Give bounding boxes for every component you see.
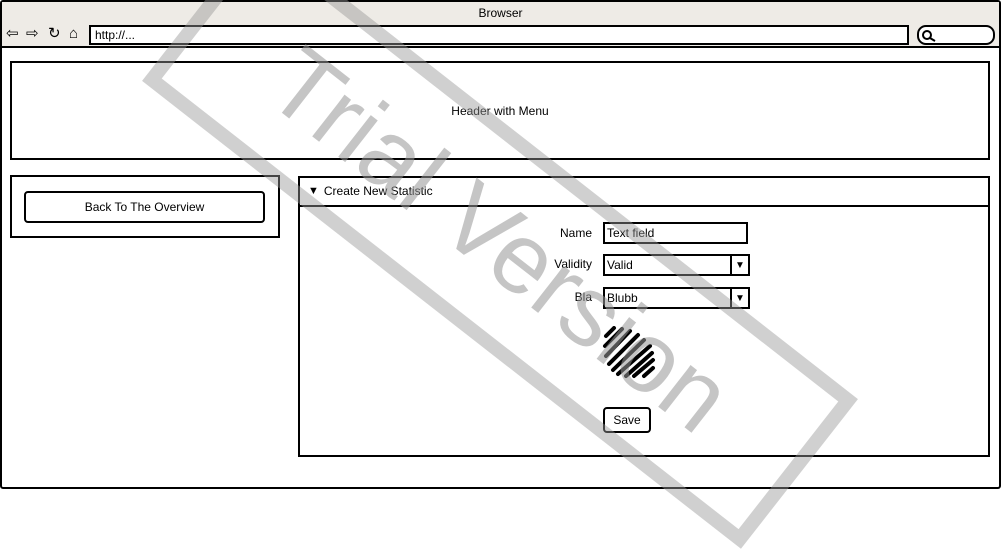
search-icon xyxy=(922,30,936,42)
validity-select[interactable]: Valid ▼ xyxy=(603,254,750,276)
panel-header[interactable]: ▼ Create New Statistic xyxy=(298,176,990,207)
search-input[interactable] xyxy=(917,25,995,45)
save-button[interactable]: Save xyxy=(603,407,651,433)
window-title: Browser xyxy=(478,6,523,20)
back-to-overview-button[interactable]: Back To The Overview xyxy=(24,191,265,223)
url-input[interactable]: http://... xyxy=(89,25,909,45)
bla-value: Blubb xyxy=(607,291,638,305)
panel-title: Create New Statistic xyxy=(323,183,433,198)
bla-select[interactable]: Blubb ▼ xyxy=(603,287,750,309)
reload-icon[interactable]: ↻ xyxy=(48,25,61,42)
validity-value: Valid xyxy=(607,258,633,272)
header-menu: Header with Menu xyxy=(10,61,990,160)
header-label: Header with Menu xyxy=(451,103,549,118)
name-label: Name xyxy=(559,226,592,240)
forward-arrow-icon[interactable]: ⇨ xyxy=(26,25,39,42)
back-arrow-icon[interactable]: ⇦ xyxy=(6,25,19,42)
bla-label: Bla xyxy=(574,290,592,304)
collapse-triangle-icon: ▼ xyxy=(308,184,319,197)
home-icon[interactable]: ⌂ xyxy=(69,25,79,42)
dropdown-arrow-icon: ▼ xyxy=(730,289,748,307)
validity-label: Validity xyxy=(554,257,592,271)
name-input[interactable]: Text field xyxy=(603,222,748,244)
dropdown-arrow-icon: ▼ xyxy=(730,256,748,274)
scribble-placeholder-icon xyxy=(603,326,655,378)
